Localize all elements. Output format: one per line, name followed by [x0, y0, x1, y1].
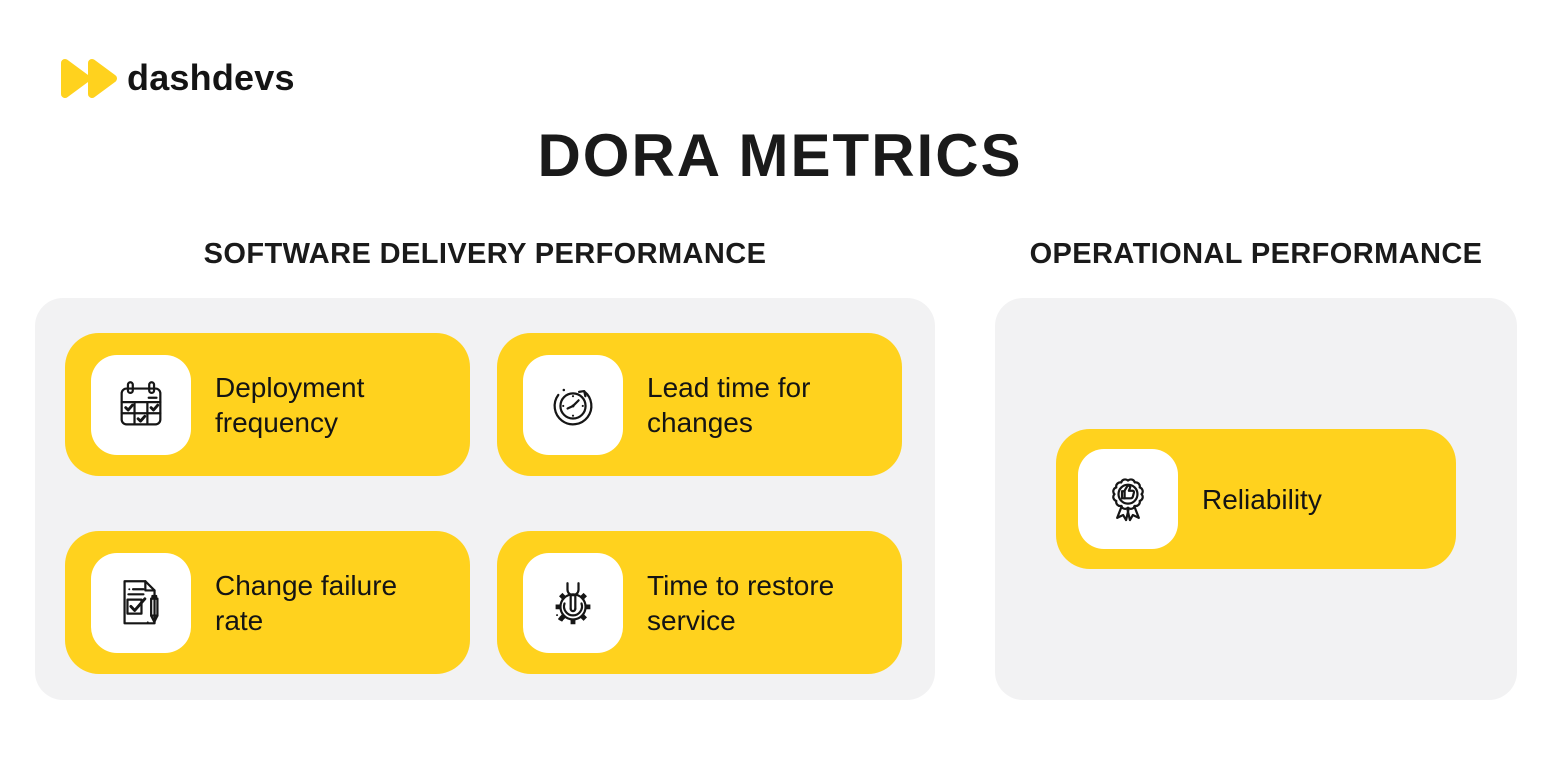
- card-change-failure-rate: Change failure rate: [65, 531, 470, 674]
- document-check-pen-icon: [123, 579, 159, 624]
- card-lead-time-for-changes: Lead time for changes: [497, 333, 902, 476]
- card-label: Lead time for changes: [647, 371, 811, 438]
- clock-refresh-icon: [553, 388, 593, 425]
- icon-tile: [523, 552, 623, 653]
- section-heading-software-delivery: SOFTWARE DELIVERY PERFORMANCE: [203, 238, 767, 270]
- section-operational: OPERATIONAL PERFORMANCE Reliability: [995, 237, 1517, 700]
- section-software-delivery: SOFTWARE DELIVERY PERFORMANCE: [35, 237, 935, 700]
- brand-logo: dashdevs: [60, 57, 295, 99]
- icon-tile: [91, 552, 191, 653]
- operational-panel: Reliability: [995, 298, 1517, 700]
- calendar-check-icon: [120, 380, 162, 425]
- icon-tile: [1078, 449, 1178, 549]
- section-heading-operational: OPERATIONAL PERFORMANCE: [1029, 238, 1483, 270]
- card-label: Reliability: [1202, 483, 1322, 515]
- card-label: Deployment frequency: [215, 371, 365, 438]
- icon-tile: [523, 354, 623, 455]
- card-reliability: Reliability: [1056, 429, 1456, 569]
- double-play-triangles-icon: [61, 58, 117, 98]
- brand-logo-text: dashdevs: [127, 57, 295, 98]
- card-deployment-frequency: Deployment frequency: [65, 333, 470, 476]
- icon-tile: [91, 354, 191, 455]
- gear-wrench-icon: [555, 581, 591, 624]
- card-label: Change failure rate: [215, 569, 398, 636]
- award-thumbs-up-icon: [1112, 478, 1144, 522]
- software-delivery-panel: Deployment frequency: [35, 298, 935, 700]
- page-title: DORA METRICS: [537, 122, 1023, 189]
- card-time-to-restore-service: Time to restore service: [497, 531, 902, 674]
- card-label: Time to restore service: [647, 569, 835, 636]
